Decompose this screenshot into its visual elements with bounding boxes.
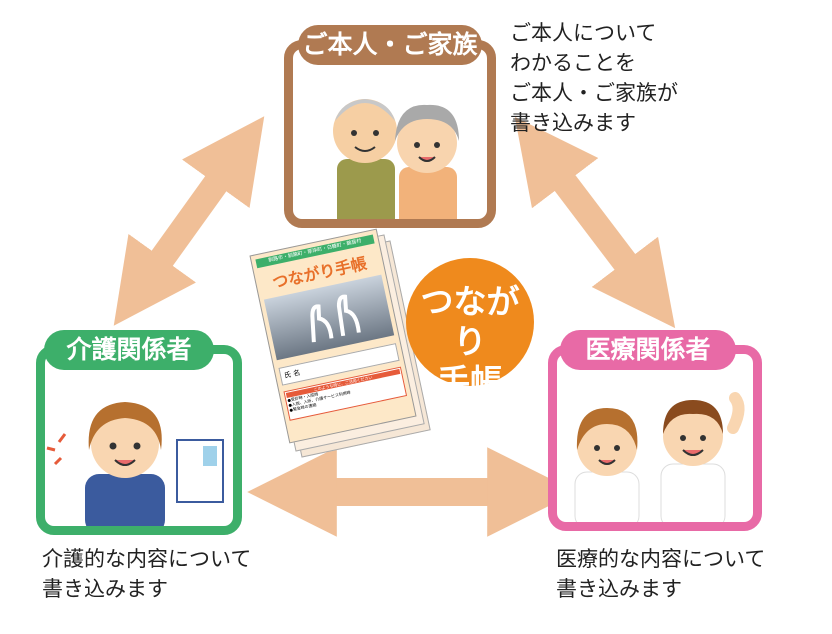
family-label: ご本人・ご家族	[298, 25, 482, 65]
center-circle: つながり 手帳	[406, 258, 534, 401]
medical-description: 医療的な内容について 書き込みます	[556, 547, 766, 601]
care-description: 介護的な内容について 書き込みます	[42, 547, 252, 601]
care-panel	[36, 345, 242, 535]
notebook-name-label: 氏 名	[283, 368, 301, 380]
notebook-stack: 釧路市・釧路町・厚岸町・白糠町・鶴居村 つながり手帳 氏 名 このような時に、ご…	[249, 228, 431, 458]
notebook-photo	[263, 274, 395, 361]
family-couple-illustration	[333, 99, 459, 219]
crane-icon	[310, 294, 361, 343]
care-worker-illustration	[46, 402, 224, 526]
center-line1: つながり	[420, 282, 520, 361]
center-line2: 手帳	[437, 362, 503, 401]
family-panel	[284, 40, 496, 228]
care-label: 介護関係者	[44, 330, 214, 370]
medical-panel	[548, 345, 762, 531]
family-description: ご本人について わかることを ご本人・ご家族が 書き込みます	[510, 21, 678, 135]
double-arrow-icon	[514, 116, 676, 329]
double-arrow-icon	[113, 116, 265, 326]
medical-label: 医療関係者	[560, 330, 736, 370]
notebook-cover: 釧路市・釧路町・厚岸町・白糠町・鶴居村 つながり手帳 氏 名 このような時に、ご…	[249, 228, 417, 444]
medical-staff-illustration	[574, 392, 745, 522]
